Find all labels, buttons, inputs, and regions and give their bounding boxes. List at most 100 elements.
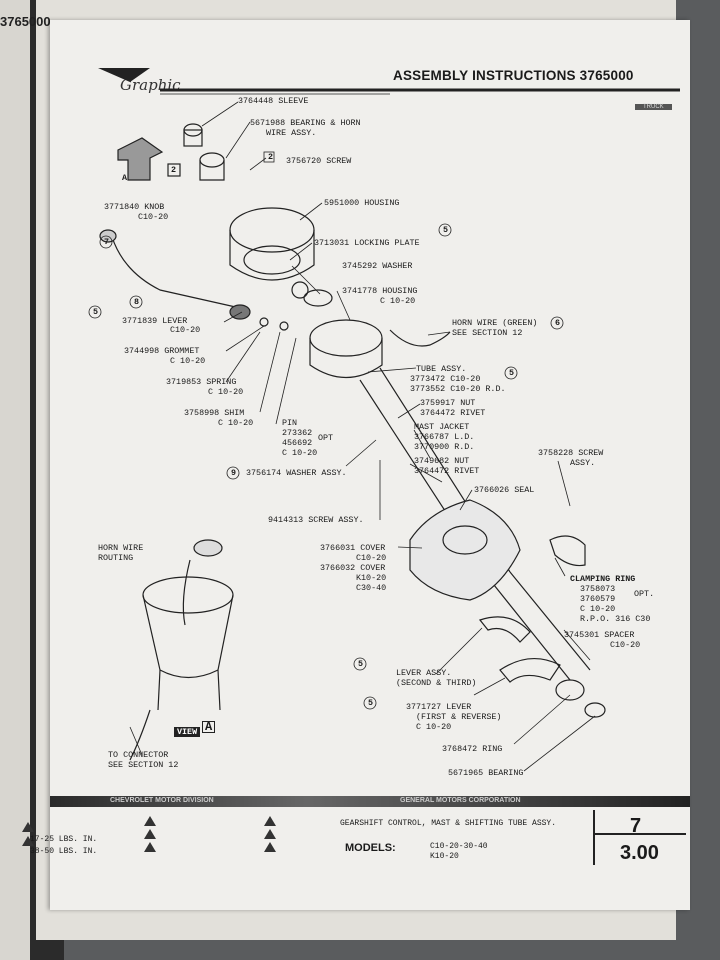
label-bearing-3: 5671965 BEARING (448, 768, 524, 778)
label-shim-2: C 10-20 (218, 418, 254, 428)
label-rivet: 3764472 RIVET (420, 408, 486, 418)
label-spacer-2: C10-20 (610, 640, 641, 650)
callout-7: 7 (104, 237, 110, 247)
view-letter: A (202, 721, 216, 733)
label-clamp-4: R.P.O. 316 C30 (580, 614, 651, 624)
torque-1: 17-25 LBS. IN. (30, 835, 98, 844)
exploded-diagram (88, 101, 606, 772)
document-page: Graphic ASSEMBLY INSTRUCTIONS 3765000 TR… (22, 20, 690, 910)
label-pin: PIN (282, 418, 298, 428)
label-cover-2c: C30-40 (356, 583, 387, 593)
label-spacer: 3745301 SPACER (564, 630, 635, 640)
label-lever-2b: (FIRST & REVERSE) (416, 712, 502, 722)
models-2: K10-20 (430, 852, 459, 861)
callout-5: 5 (443, 225, 449, 235)
view-a-arrow-icon (117, 137, 164, 181)
label-locking-plate: 3713031 LOCKING PLATE (314, 238, 420, 248)
edge-tab-text: 3765000 (0, 14, 51, 29)
footer-description: GEARSHIFT CONTROL, MAST & SHIFTING TUBE … (340, 819, 557, 828)
label-mast-2: 3770900 R.D. (414, 442, 475, 452)
arrow-a-letter: A (122, 173, 128, 183)
label-screw-2: 3758228 SCREW (538, 448, 604, 458)
label-ring: 3768472 RING (442, 744, 503, 754)
label-clamp-opt: OPT. (634, 589, 655, 599)
label-cover-1b: C10-20 (356, 553, 387, 563)
header-rules (98, 68, 680, 95)
label-nut: 3759917 NUT (420, 398, 476, 408)
models-label: MODELS: (345, 842, 396, 854)
page-title: ASSEMBLY INSTRUCTIONS 3765000 (393, 68, 634, 83)
label-sleeve: 3764448 SLEEVE (238, 96, 309, 106)
label-housing: 5951000 HOUSING (324, 198, 400, 208)
label-screw-2b: ASSY. (570, 458, 596, 468)
label-pin-2: 456692 (282, 438, 313, 448)
label-tube-2: 3773552 C10-20 R.D. (410, 384, 506, 394)
label-tube: TUBE ASSY. (416, 364, 467, 374)
label-lever-2: 3771727 LEVER (406, 702, 472, 712)
label-lever-2: C10-20 (170, 325, 201, 335)
label-lever-assy-2: (SECOND & THIRD) (396, 678, 477, 688)
label-lever-assy: LEVER ASSY. (396, 668, 452, 678)
footer-box-lines (593, 810, 686, 865)
label-housing-2: 3741778 HOUSING (342, 286, 418, 296)
label-housing-2b: C 10-20 (380, 296, 416, 306)
view-a-inset (129, 539, 234, 761)
label-screw-assy: 9414313 SCREW ASSY. (268, 515, 364, 525)
label-pin-3: C 10-20 (282, 448, 318, 458)
label-screw: 3756720 SCREW (286, 156, 352, 166)
label-grommet-2: C 10-20 (170, 356, 206, 366)
callout-2b: 2 (171, 165, 177, 175)
label-seal: 3766026 SEAL (474, 485, 535, 495)
label-spring-2: C 10-20 (208, 387, 244, 397)
label-mast-1: 3766787 L.D. (414, 432, 475, 442)
label-knob: 3771840 KNOB (104, 202, 165, 212)
models-1: C10-20-30-40 (430, 842, 488, 851)
callout-5d: 5 (358, 659, 364, 669)
division-text: CHEVROLET MOTOR DIVISION (110, 797, 214, 804)
label-pin-1: 273362 (282, 428, 313, 438)
label-connector-2: SEE SECTION 12 (108, 760, 179, 770)
label-grommet: 3744998 GROMMET (124, 346, 200, 356)
label-horn-routing: HORN WIRE (98, 543, 144, 553)
label-horn-wire-2: SEE SECTION 12 (452, 328, 523, 338)
label-clamp-3: C 10-20 (580, 604, 616, 614)
section-number: 7 (630, 815, 642, 837)
footer-bar: CHEVROLET MOTOR DIVISION GENERAL MOTORS … (50, 796, 690, 807)
callout-5b: 5 (93, 307, 99, 317)
label-bearing-2: WIRE ASSY. (266, 128, 317, 138)
callout-8: 8 (134, 297, 140, 307)
label-connector: TO CONNECTOR (108, 750, 169, 760)
label-cover-2b: K10-20 (356, 573, 387, 583)
label-pin-opt: OPT (318, 433, 334, 443)
label-clamp-1: 3758073 (580, 584, 616, 594)
callout-9: 9 (231, 468, 237, 478)
callout-2: 2 (268, 152, 274, 162)
label-cover-1: 3766031 COVER (320, 543, 386, 553)
torque-2: 38-50 LBS. IN. (30, 847, 98, 856)
label-clamp-2: 3760579 (580, 594, 616, 604)
label-horn-wire: HORN WIRE (GREEN) (452, 318, 538, 328)
label-bearing: 5671988 BEARING & HORN (250, 118, 361, 128)
edge-tab: 3765000 (0, 14, 51, 74)
label-lever: 3771839 LEVER (122, 316, 188, 326)
corp-text: GENERAL MOTORS CORPORATION (400, 797, 521, 804)
label-spring: 3719853 SPRING (166, 377, 237, 387)
callout-6: 6 (555, 318, 561, 328)
page-number: 3.00 (620, 842, 659, 864)
truck-badge: TRUCK (635, 104, 672, 110)
callout-5c: 5 (509, 368, 515, 378)
label-washer: 3745292 WASHER (342, 261, 413, 271)
label-rivet-2: 3764472 RIVET (414, 466, 480, 476)
label-knob-2: C10-20 (138, 212, 169, 222)
view-label: VIEW (174, 727, 201, 737)
label-washer-assy: 3756174 WASHER ASSY. (246, 468, 347, 478)
label-cover-2: 3766032 COVER (320, 563, 386, 573)
label-mast-jacket: MAST JACKET (414, 422, 470, 432)
torque-triangles (22, 816, 276, 852)
label-clamping-ring: CLAMPING RING (570, 574, 636, 584)
label-shim: 3758998 SHIM (184, 408, 245, 418)
callout-5e: 5 (368, 698, 374, 708)
label-tube-1: 3773472 C10-20 (410, 374, 481, 384)
label-lever-2c: C 10-20 (416, 722, 452, 732)
label-nut-2: 3749682 NUT (414, 456, 470, 466)
